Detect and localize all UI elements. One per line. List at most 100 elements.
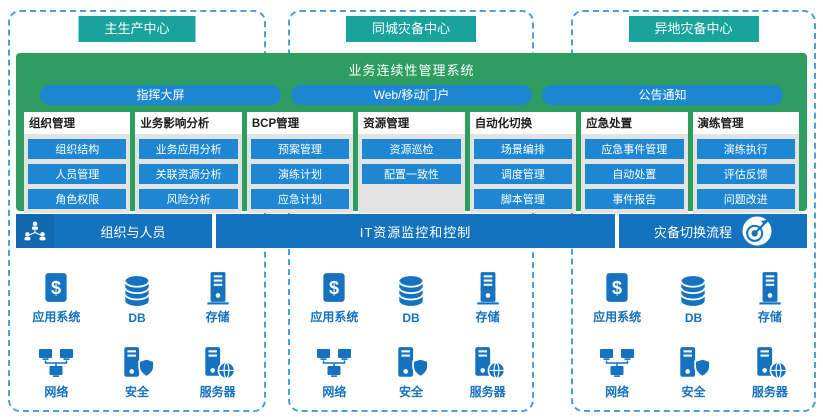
infra-label: 服务器 [751,385,788,399]
module-item[interactable]: 场景编排 [473,139,573,159]
primary-center-label: 主生产中心 [78,16,196,42]
module-item[interactable]: 评估反馈 [696,164,795,184]
module-item[interactable]: 预案管理 [250,139,350,159]
infra-item-app-system: 应用系统 [16,258,97,327]
same-city-center-infrastructure: 应用系统 DB 存储 网络 安全 服务器 [296,258,526,402]
infra-label: 安全 [681,385,706,399]
module-resource-management: 资源管理 资源巡检 配置一致性 [358,112,465,213]
module-item[interactable]: 业务应用分析 [139,139,238,159]
infra-label: 服务器 [469,385,506,399]
infra-item-server: 服务器 [177,333,258,402]
infra-item-network: 网络 [16,333,97,402]
infra-label: 网络 [44,385,69,399]
dr-switch-flow-label: 灾备切换流程 [653,224,732,240]
infra-label: DB [684,311,703,325]
it-monitoring-label: IT资源监控和控制 [359,224,472,240]
infra-item-app-system: 应用系统 [579,258,655,327]
org-people-bar: 组织与人员 [16,214,212,248]
module-item[interactable]: 调度管理 [473,164,573,184]
it-monitoring-bar: IT资源监控和控制 [216,214,615,248]
target-dart-icon [742,216,772,246]
module-item[interactable]: 事件报告 [585,189,684,209]
module-item[interactable]: 风险分析 [139,189,238,209]
infra-item-server: 服务器 [449,333,526,402]
module-item[interactable]: 应急计划 [250,189,350,209]
infra-item-db: DB [655,258,731,327]
infra-label: 服务器 [199,385,236,399]
infra-label: 存储 [205,310,230,324]
infra-item-storage: 存储 [449,258,526,327]
security-icon [675,346,711,380]
module-title: 演练管理 [692,112,799,134]
security-icon [119,346,155,380]
primary-center-infrastructure: 应用系统 DB 存储 网络 安全 服务器 [16,258,258,402]
infra-label: 网络 [605,385,630,399]
storage-icon [470,271,506,305]
infra-label: 应用系统 [593,310,642,324]
module-title: 组织管理 [24,112,131,134]
remote-center-infrastructure: 应用系统 DB 存储 网络 安全 服务器 [579,258,808,402]
server-icon [470,346,506,380]
infra-label: 存储 [475,310,500,324]
module-title: 资源管理 [358,112,465,134]
infra-label: 安全 [124,385,149,399]
storage-icon [200,271,236,305]
primary-center-box: 主生产中心 应用系统 DB 存储 网络 安全 [8,10,266,412]
infra-label: 网络 [322,385,347,399]
network-icon [316,346,352,380]
server-icon [200,346,236,380]
security-icon [393,346,429,380]
module-item[interactable]: 应急事件管理 [585,139,684,159]
module-item[interactable]: 自动处置 [585,164,684,184]
app-system-icon [38,271,74,305]
org-network-icon [23,219,47,243]
server-icon [752,346,788,380]
infra-label: DB [402,311,420,325]
middle-bar-row: 组织与人员 IT资源监控和控制 灾备切换流程 [16,214,807,248]
portal-web-mobile[interactable]: Web/移动门户 [291,85,532,105]
dr-switch-flow-bar: 灾备切换流程 [619,214,807,248]
infra-item-security: 安全 [97,333,178,402]
module-item[interactable]: 角色权限 [28,189,127,209]
bcm-system-panel: 业务连续性管理系统 指挥大屏 Web/移动门户 公告通知 组织管理 组织结构 人… [16,53,807,213]
module-item[interactable]: 人员管理 [28,164,127,184]
portal-announcement[interactable]: 公告通知 [542,85,783,105]
database-icon [393,274,429,308]
module-title: 自动化切换 [469,112,577,134]
module-drill-management: 演练管理 演练执行 评估反馈 问题改进 [692,112,799,213]
portal-row: 指挥大屏 Web/移动门户 公告通知 [40,85,783,105]
module-bcp-management: BCP管理 预案管理 演练计划 应急计划 [246,112,354,213]
module-item[interactable]: 组织结构 [28,139,127,159]
infra-item-network: 网络 [296,333,373,402]
infra-item-db: DB [373,258,450,327]
module-item[interactable]: 演练执行 [696,139,795,159]
module-title: 业务影响分析 [135,112,242,134]
infra-item-storage: 存储 [732,258,808,327]
storage-icon [752,271,788,305]
infra-label: 存储 [757,310,782,324]
module-item[interactable]: 演练计划 [250,164,350,184]
infra-item-app-system: 应用系统 [296,258,373,327]
infra-item-network: 网络 [579,333,655,402]
remote-dr-center-label: 异地灾备中心 [628,16,759,42]
infra-item-storage: 存储 [177,258,258,327]
module-item[interactable]: 脚本管理 [473,189,573,209]
module-item[interactable]: 资源巡检 [362,139,461,159]
infra-item-db: DB [97,258,178,327]
infra-item-security: 安全 [373,333,450,402]
org-people-label: 组织与人员 [100,224,166,240]
same-city-dr-center-label: 同城灾备中心 [345,16,477,42]
module-item[interactable]: 问题改进 [696,189,795,209]
module-business-impact-analysis: 业务影响分析 业务应用分析 关联资源分析 风险分析 [135,112,242,213]
module-item[interactable]: 关联资源分析 [139,164,238,184]
portal-command-screen[interactable]: 指挥大屏 [40,85,281,105]
infra-label: 应用系统 [310,310,359,324]
network-icon [599,346,635,380]
app-system-icon [316,271,352,305]
infra-label: 安全 [398,385,423,399]
infra-item-security: 安全 [655,333,731,402]
network-icon [38,346,74,380]
module-item[interactable]: 配置一致性 [362,164,461,184]
org-people-icon-box [16,214,54,248]
